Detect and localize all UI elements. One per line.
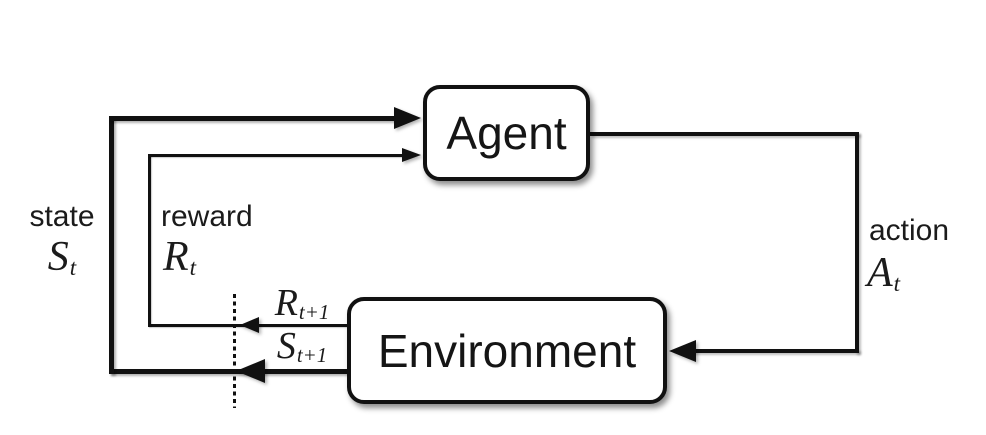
state-line-bottom: [109, 369, 347, 374]
environment-node-label: Environment: [377, 324, 637, 377]
state-arrowhead-into-agent-icon: [394, 107, 421, 129]
reward-word-label: reward: [161, 200, 253, 233]
action-symbol-label: At: [867, 250, 901, 296]
action-arrowhead-into-environment-icon: [669, 340, 696, 362]
reward-arrowhead-into-agent-icon: [402, 148, 421, 162]
next-state-symbol-label: St+1: [276, 325, 328, 368]
next-reward-symbol-label: Rt+1: [274, 282, 330, 325]
state-arrowhead-time-boundary-icon: [236, 359, 265, 383]
state-line-left: [109, 116, 114, 374]
action-line-right: [855, 132, 859, 353]
state-symbol-label: St: [47, 234, 77, 280]
reward-arrowhead-time-boundary-icon: [240, 317, 259, 333]
action-line-bottom: [688, 349, 859, 353]
state-word-label: state: [29, 200, 95, 233]
reward-line-top: [148, 154, 403, 157]
state-line-top: [109, 116, 395, 121]
agent-node-label: Agent: [446, 107, 567, 159]
action-word-label: action: [869, 214, 950, 247]
time-step-boundary-dashed-line: [233, 294, 236, 408]
reward-symbol-label: Rt: [163, 234, 197, 280]
reward-line-left: [148, 154, 151, 326]
agent-node: Agent: [423, 85, 590, 181]
action-line-top: [590, 132, 859, 136]
environment-node: Environment: [347, 297, 667, 404]
